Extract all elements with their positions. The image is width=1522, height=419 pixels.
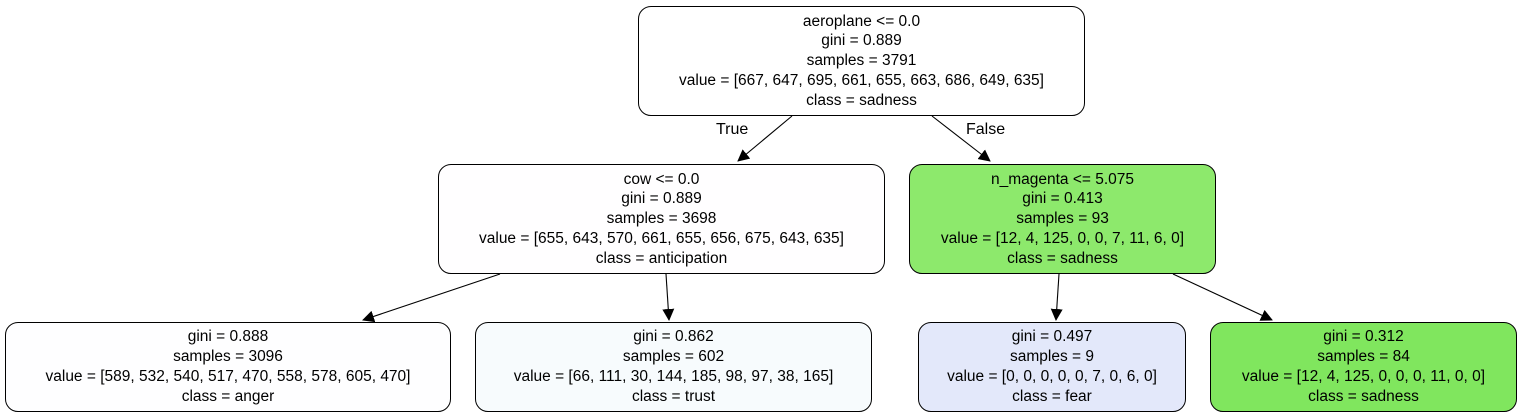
node-class: class = anticipation — [595, 249, 728, 267]
edge-right-rr — [1172, 273, 1273, 321]
node-gini: gini = 0.312 — [1323, 328, 1404, 346]
node-value: value = [12, 4, 125, 0, 0, 0, 11, 0, 0] — [1241, 368, 1486, 385]
node-value: value = [66, 111, 30, 144, 185, 98, 97, … — [513, 368, 834, 385]
node-value: value = [655, 643, 570, 661, 655, 656, 6… — [479, 229, 844, 247]
node-class: class = sadness — [1007, 249, 1118, 267]
node-class: class = sadness — [1308, 387, 1419, 405]
node-samples: samples = 602 — [622, 348, 725, 366]
node-gini: gini = 0.413 — [1022, 190, 1103, 208]
node-samples: samples = 3698 — [606, 210, 717, 228]
node-gini: gini = 0.888 — [187, 328, 269, 346]
node-class: class = anger — [181, 387, 275, 405]
edge-left-lr — [662, 273, 675, 321]
edge-label-true: True — [716, 121, 749, 138]
node-value: value = [12, 4, 125, 0, 0, 7, 11, 6, 0] — [940, 229, 1185, 247]
node-class: class = trust — [631, 387, 716, 405]
node-value: value = [589, 532, 540, 517, 470, 558, 5… — [45, 368, 411, 385]
edge-right-rl — [1050, 273, 1063, 321]
edge-left-ll — [362, 273, 501, 323]
node-gini: gini = 0.889 — [621, 190, 702, 208]
tree-leaf-ll: gini = 0.888 samples = 3096 value = [589… — [5, 322, 451, 412]
node-gini: gini = 0.889 — [821, 32, 902, 50]
node-samples: samples = 3791 — [806, 52, 917, 70]
edge-root-left — [737, 115, 793, 162]
node-samples: samples = 9 — [1009, 348, 1094, 366]
node-class: class = sadness — [806, 91, 917, 109]
tree-node-left: cow <= 0.0 gini = 0.889 samples = 3698 v… — [438, 164, 885, 274]
edge-label-false: False — [966, 121, 1006, 138]
tree-leaf-lr: gini = 0.862 samples = 602 value = [66, … — [475, 322, 872, 412]
node-gini: gini = 0.497 — [1011, 328, 1093, 346]
node-samples: samples = 3096 — [173, 348, 283, 366]
node-samples: samples = 93 — [1016, 210, 1109, 228]
node-samples: samples = 84 — [1317, 348, 1410, 366]
node-value: value = [667, 647, 695, 661, 655, 663, 6… — [679, 71, 1044, 89]
tree-leaf-rr: gini = 0.312 samples = 84 value = [12, 4… — [1210, 322, 1517, 412]
node-split-label: aeroplane <= 0.0 — [802, 12, 921, 30]
node-gini: gini = 0.862 — [633, 328, 714, 346]
tree-node-root: aeroplane <= 0.0 gini = 0.889 samples = … — [638, 6, 1085, 116]
node-class: class = fear — [1012, 387, 1092, 405]
node-split-label: n_magenta <= 5.075 — [990, 170, 1135, 188]
node-split-label: cow <= 0.0 — [623, 170, 700, 188]
tree-node-right: n_magenta <= 5.075 gini = 0.413 samples … — [909, 164, 1216, 274]
tree-leaf-rl: gini = 0.497 samples = 9 value = [0, 0, … — [918, 322, 1186, 412]
edge-root-right — [931, 115, 991, 162]
node-value: value = [0, 0, 0, 0, 0, 7, 0, 6, 0] — [947, 368, 1157, 385]
